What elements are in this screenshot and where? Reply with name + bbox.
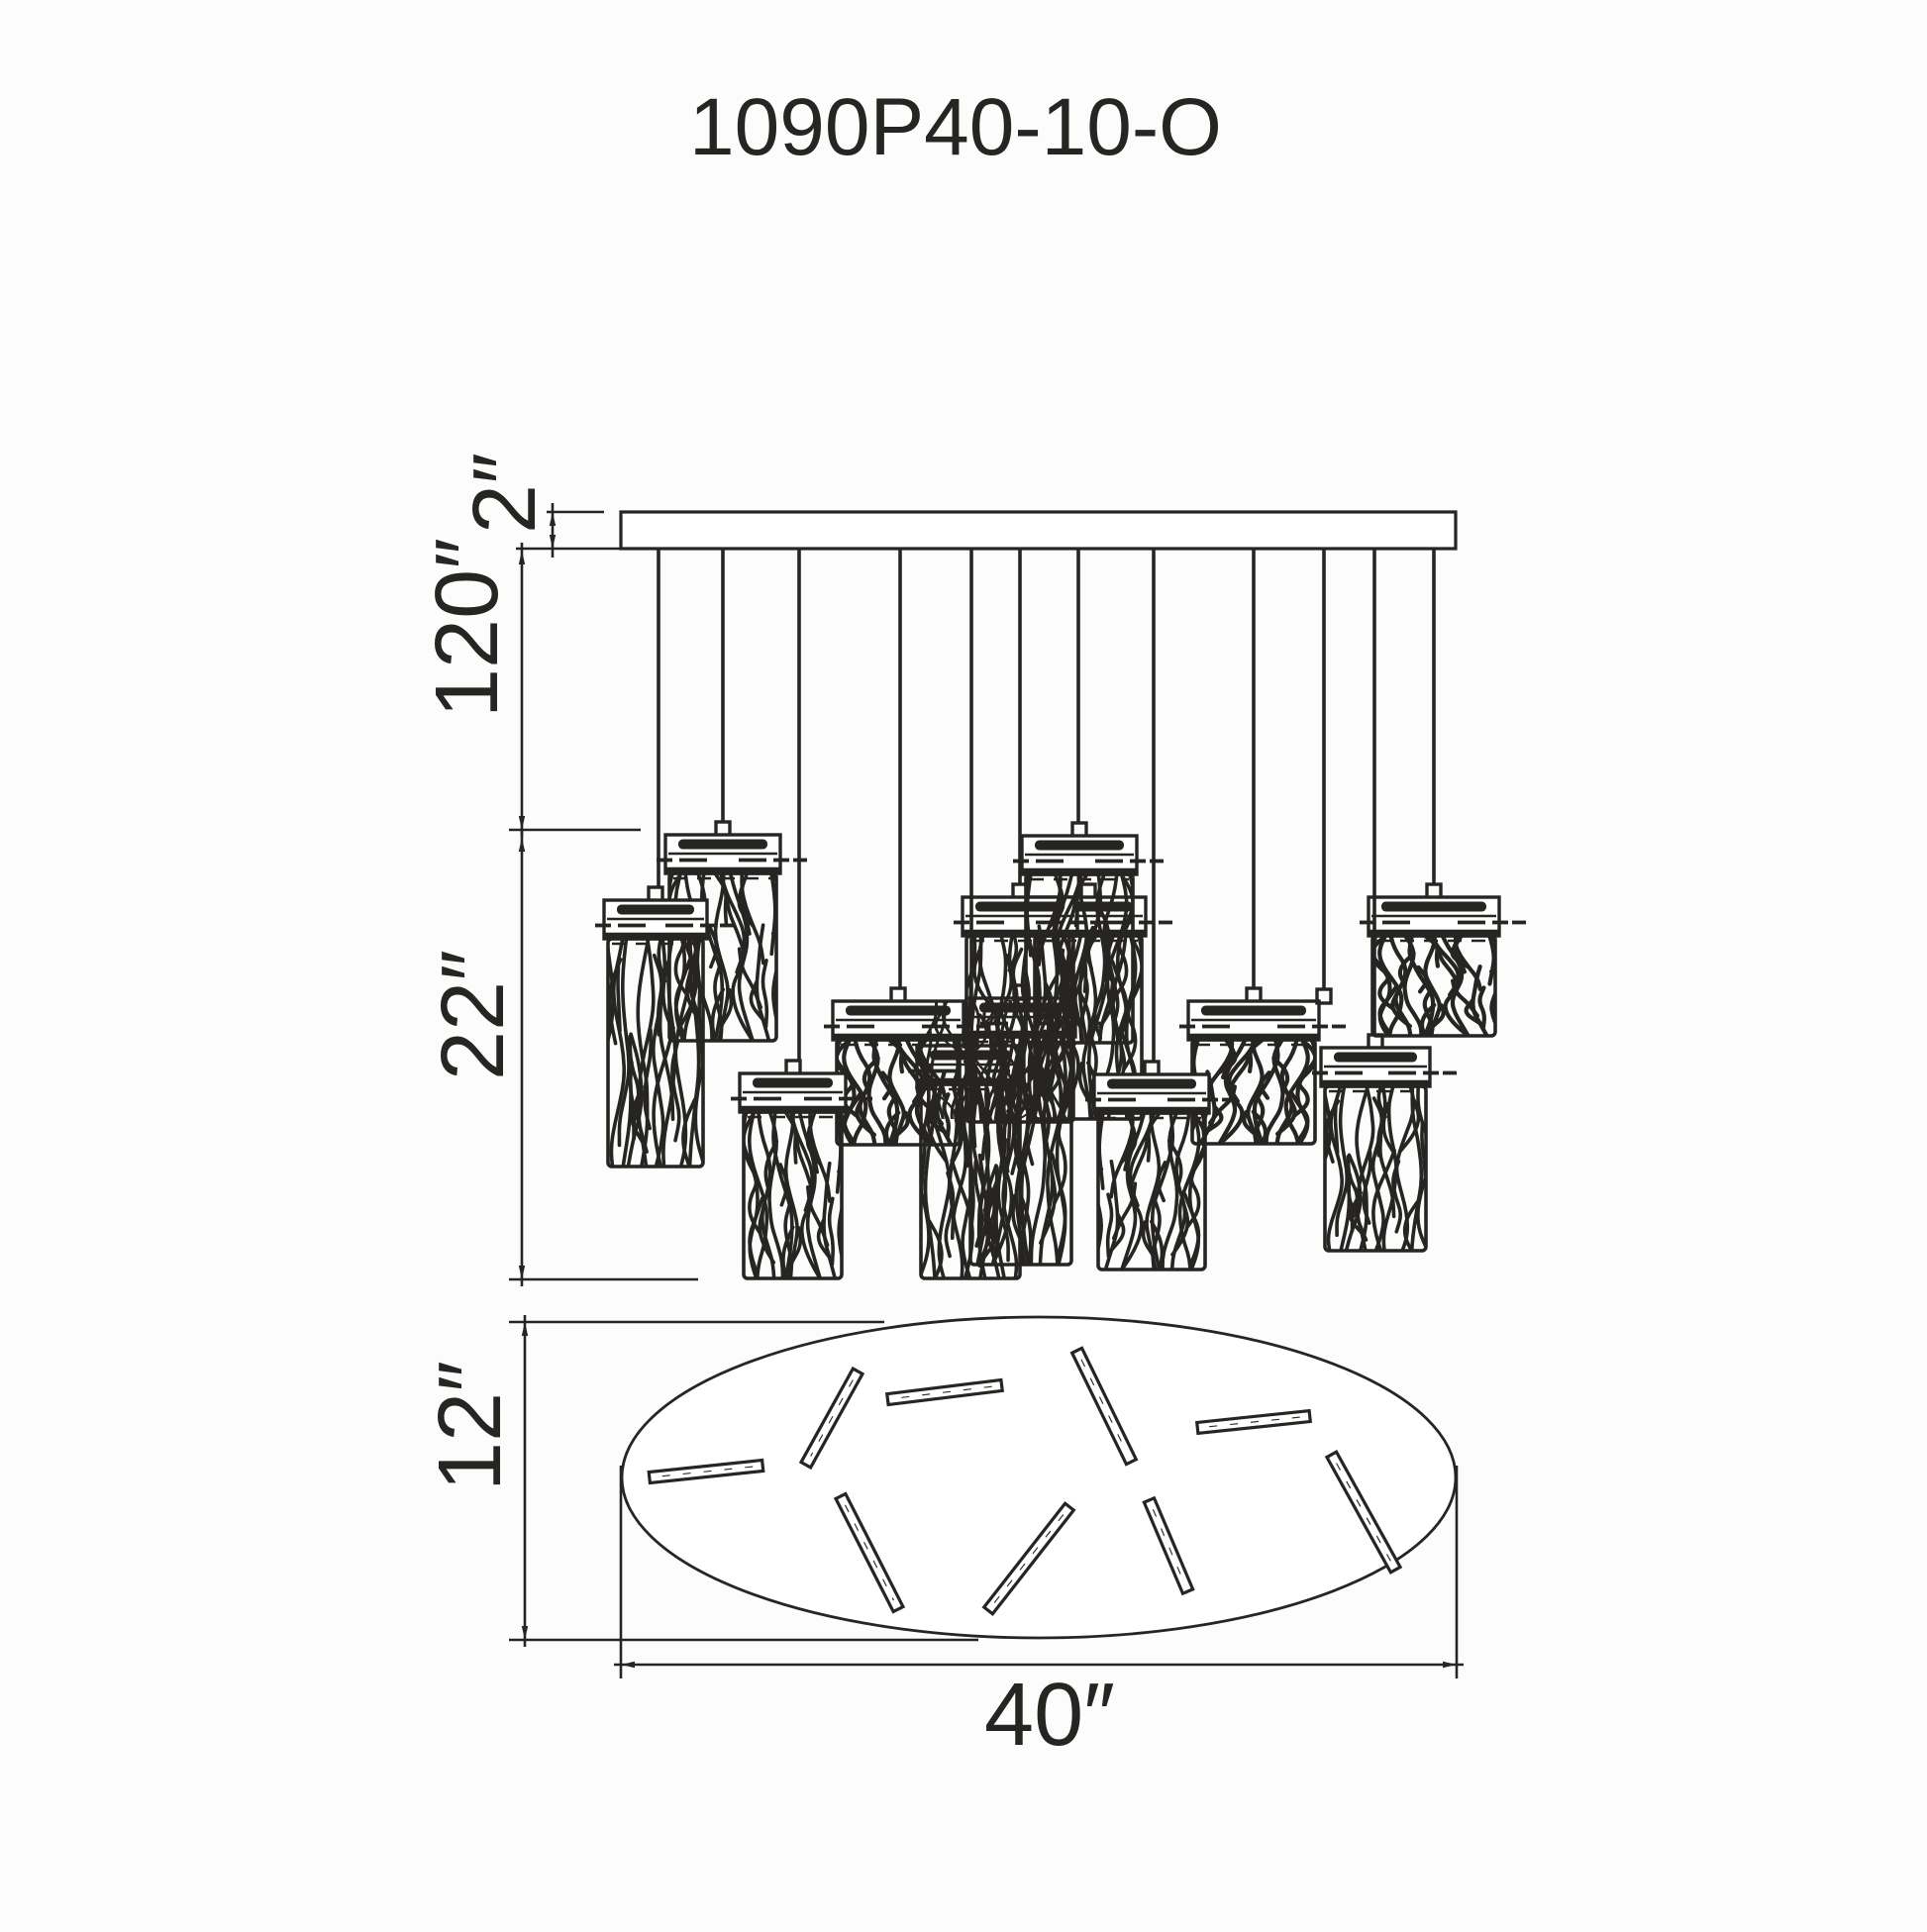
svg-text:12″: 12″ (421, 1361, 520, 1491)
svg-text:120″: 120″ (418, 538, 517, 718)
svg-text:2″: 2″ (456, 453, 555, 534)
svg-text:22″: 22″ (424, 950, 523, 1080)
svg-text:40″: 40″ (984, 1666, 1115, 1765)
svg-text:1090P40-10-O: 1090P40-10-O (689, 82, 1222, 172)
